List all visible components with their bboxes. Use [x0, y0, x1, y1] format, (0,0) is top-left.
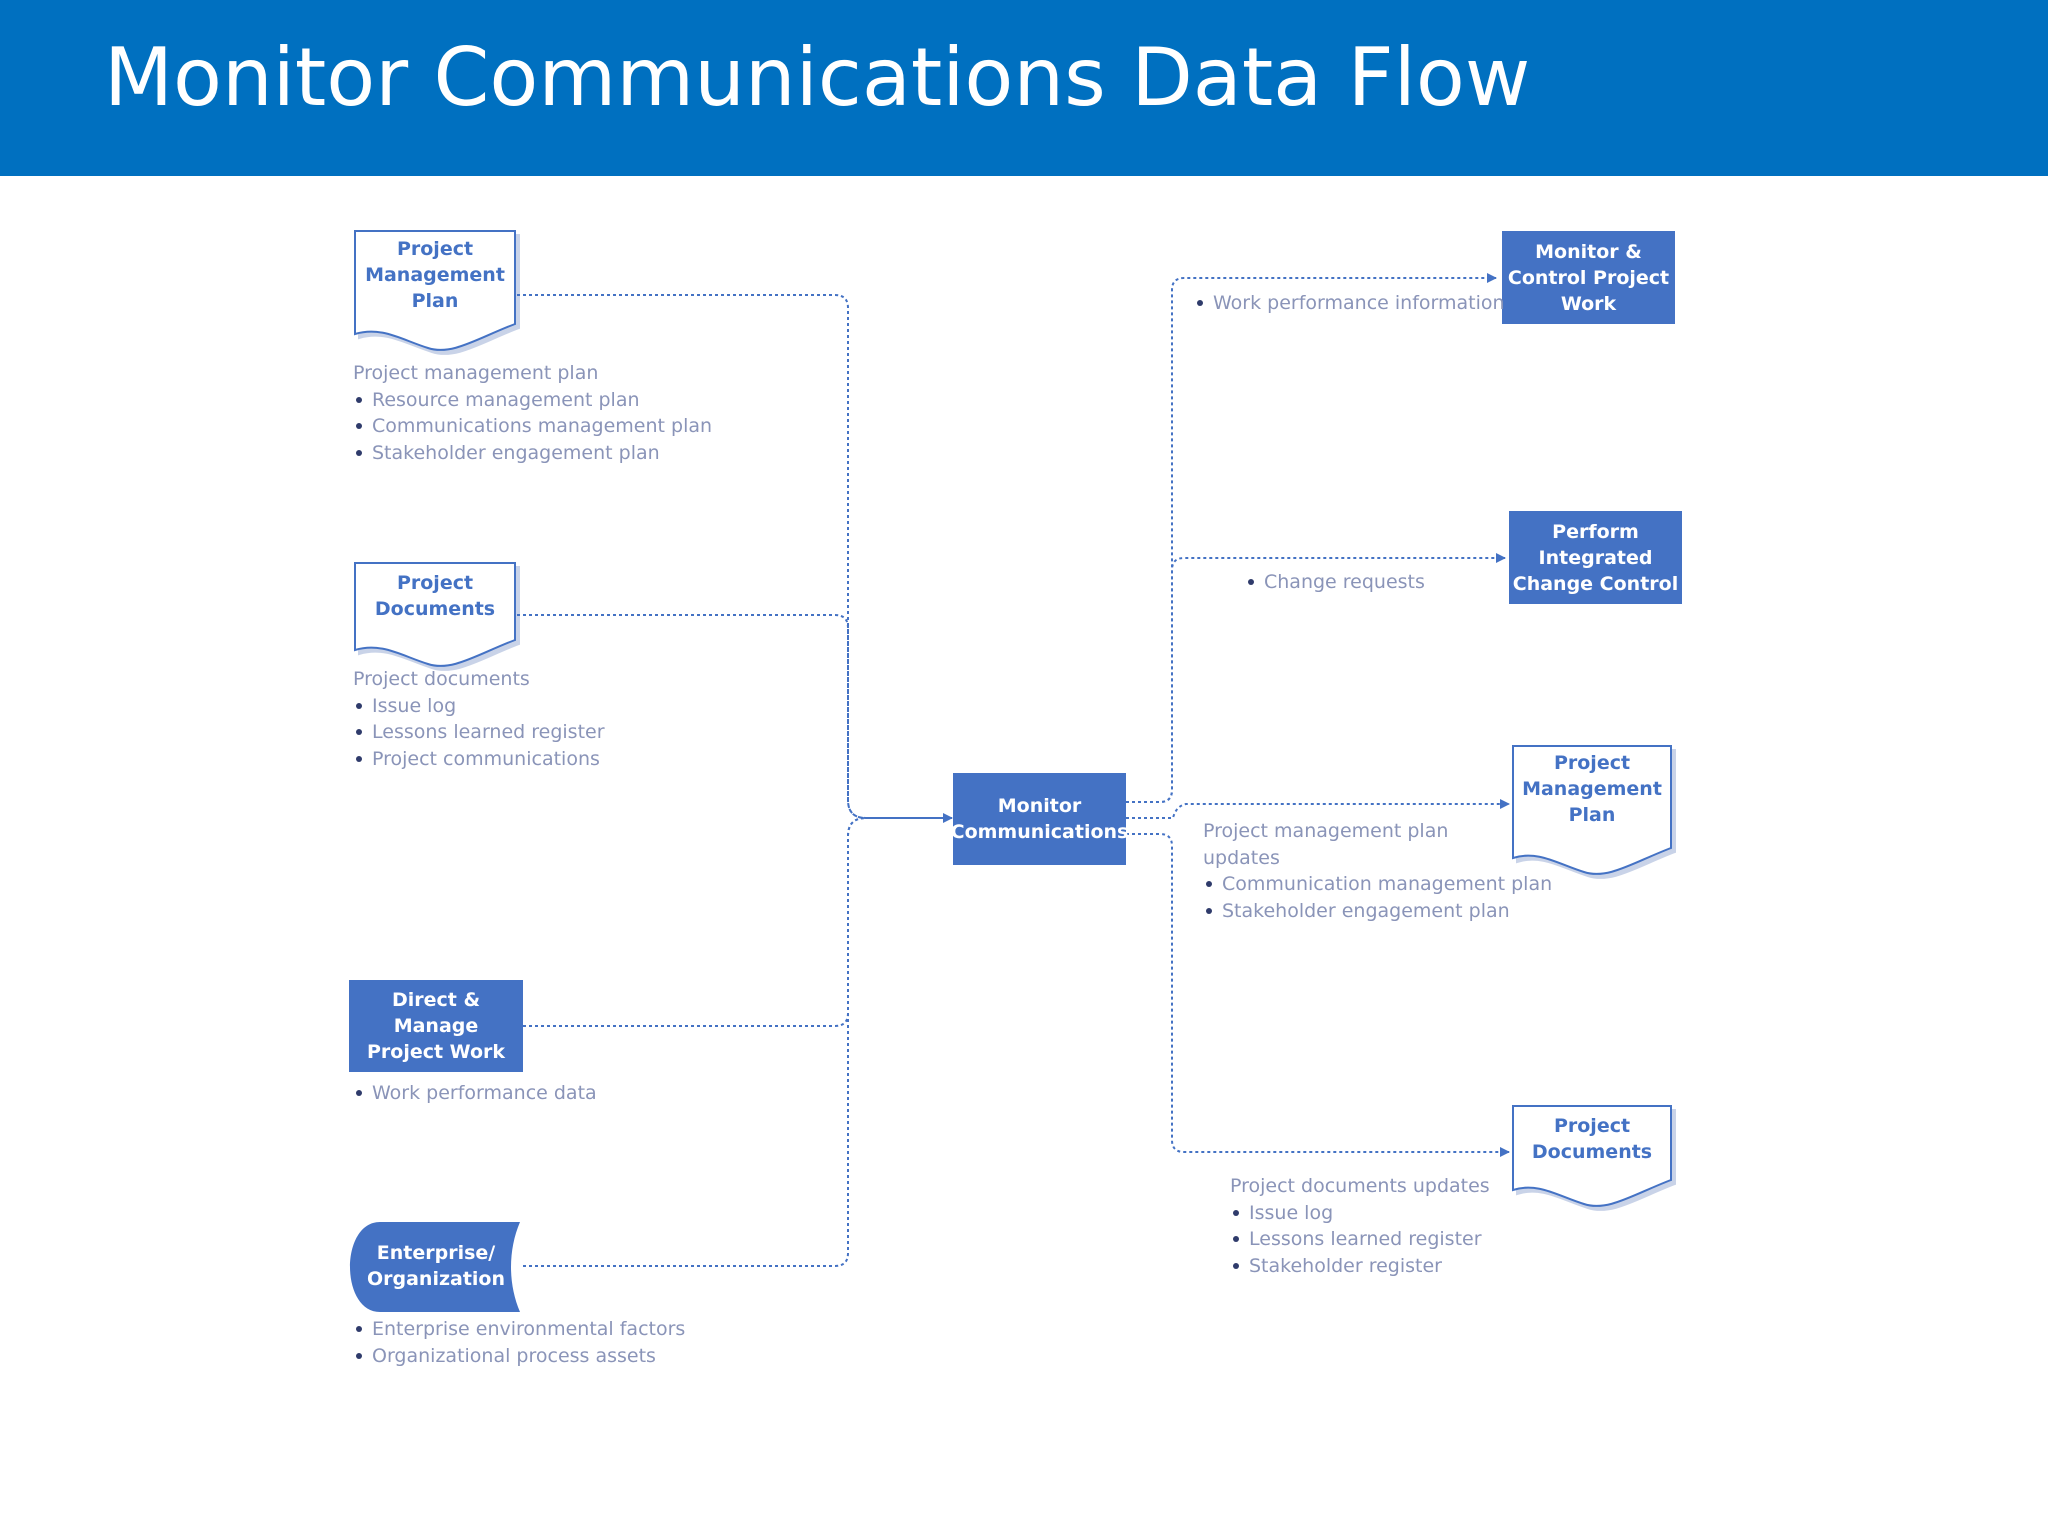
docs-input-caption: Project documents: [353, 668, 530, 690]
direct-manage-note: Work performance data: [353, 1080, 597, 1107]
pmp-output-label-line: Plan: [1568, 804, 1616, 826]
pmp-output-doc-shape: [1512, 745, 1672, 875]
docs-output-doc-label: Project Documents: [1513, 1113, 1671, 1165]
docs-input-item: Issue log: [353, 693, 605, 720]
pmp-input-label-line: Management: [365, 264, 505, 286]
direct-manage-item: Work performance data: [353, 1080, 597, 1107]
pmp-output-caption: Project management plan: [1203, 820, 1449, 842]
change-control-label-line: Integrated: [1538, 546, 1653, 569]
pmp-input-item: Stakeholder engagement plan: [353, 440, 712, 467]
pmp-input-doc-shape: [354, 230, 516, 351]
docs-output-item: Lessons learned register: [1230, 1226, 1490, 1253]
docs-output-caption: Project documents updates: [1230, 1175, 1490, 1197]
pmp-input-label-line: Plan: [411, 290, 459, 312]
docs-input-label-line: Project: [396, 572, 474, 594]
docs-output-label-line: Project: [1553, 1115, 1631, 1137]
docs-input-item: Lessons learned register: [353, 719, 605, 746]
pmp-output-doc-label: Project Management Plan: [1513, 750, 1671, 828]
docs-input-note: Project documents Issue log Lessons lear…: [353, 666, 605, 772]
change-control-label-line: Change Control: [1512, 572, 1679, 595]
docs-input-doc-shape: [354, 562, 516, 667]
docs-input-label-line: Documents: [374, 598, 496, 620]
connector-icc-out: [1126, 553, 1506, 803]
docs-output-note: Project documents updates Issue log Less…: [1230, 1173, 1490, 1279]
monitor-control-label-line: Work: [1560, 292, 1617, 315]
docs-output-doc-shape: [1512, 1105, 1672, 1207]
docs-output-item: Issue log: [1230, 1200, 1490, 1227]
pmp-output-label-line: Management: [1522, 778, 1662, 800]
connector-enterprise-in: [523, 817, 867, 1267]
enterprise-label-line: Organization: [366, 1268, 506, 1290]
page-title: Monitor Communications Data Flow: [104, 31, 1531, 124]
connector-direct-in: [523, 817, 867, 1027]
direct-manage-box: Direct & Manage Project Work: [349, 980, 523, 1072]
monitor-control-box: Monitor & Control Project Work: [1502, 231, 1675, 324]
connector-mcpw-out: [1126, 273, 1497, 803]
process-label-line: Monitor: [997, 795, 1082, 817]
pmp-input-doc-label: Project Management Plan: [355, 236, 515, 314]
pmp-input-caption: Project management plan: [353, 362, 599, 384]
monitor-control-note: Work performance information: [1194, 290, 1505, 317]
enterprise-note: Enterprise environmental factors Organiz…: [353, 1316, 685, 1369]
process-label-line: Communications: [950, 821, 1129, 843]
connector-docs-in: [517, 614, 867, 819]
pmp-output-item: Stakeholder engagement plan: [1203, 898, 1552, 925]
enterprise-item: Organizational process assets: [353, 1343, 685, 1370]
change-control-label-line: Perform: [1552, 520, 1639, 543]
header-bar: Monitor Communications Data Flow: [0, 0, 2048, 176]
connector-docs-out: [1126, 833, 1510, 1157]
enterprise-label: Enterprise/ Organization: [352, 1240, 520, 1292]
docs-output-item: Stakeholder register: [1230, 1253, 1490, 1280]
pmp-input-label-line: Project: [396, 238, 474, 260]
direct-manage-label-line: Project Work: [366, 1041, 506, 1063]
pmp-output-caption: updates: [1203, 846, 1280, 869]
pmp-output-note: Project management plan updates Communic…: [1203, 818, 1552, 924]
pmp-input-item: Communications management plan: [353, 413, 712, 440]
pmp-input-note: Project management plan Resource managem…: [353, 360, 712, 466]
docs-input-doc-label: Project Documents: [355, 570, 515, 622]
connector-pmp-out: [1126, 799, 1510, 819]
enterprise-item: Enterprise environmental factors: [353, 1316, 685, 1343]
pmp-output-item: Communication management plan: [1203, 871, 1552, 898]
docs-input-item: Project communications: [353, 746, 605, 773]
enterprise-label-line: Enterprise/: [376, 1242, 496, 1264]
output-connectors: [1126, 273, 1510, 1157]
input-connectors: [517, 294, 867, 1267]
change-control-item: Change requests: [1245, 569, 1425, 596]
monitor-communications-box: Monitor Communications: [950, 773, 1129, 865]
docs-output-label-line: Documents: [1531, 1141, 1653, 1163]
connector-pmp-in: [517, 294, 867, 819]
pmp-input-item: Resource management plan: [353, 387, 712, 414]
direct-manage-label-line: Direct & Manage: [391, 989, 481, 1037]
enterprise-shape: [350, 1222, 520, 1312]
pmp-output-label-line: Project: [1553, 752, 1631, 774]
change-control-note: Change requests: [1245, 569, 1425, 596]
monitor-control-label-line: Monitor &: [1535, 240, 1642, 263]
monitor-control-item: Work performance information: [1194, 290, 1505, 317]
change-control-box: Perform Integrated Change Control: [1509, 511, 1682, 604]
monitor-control-label-line: Control Project: [1507, 266, 1670, 289]
